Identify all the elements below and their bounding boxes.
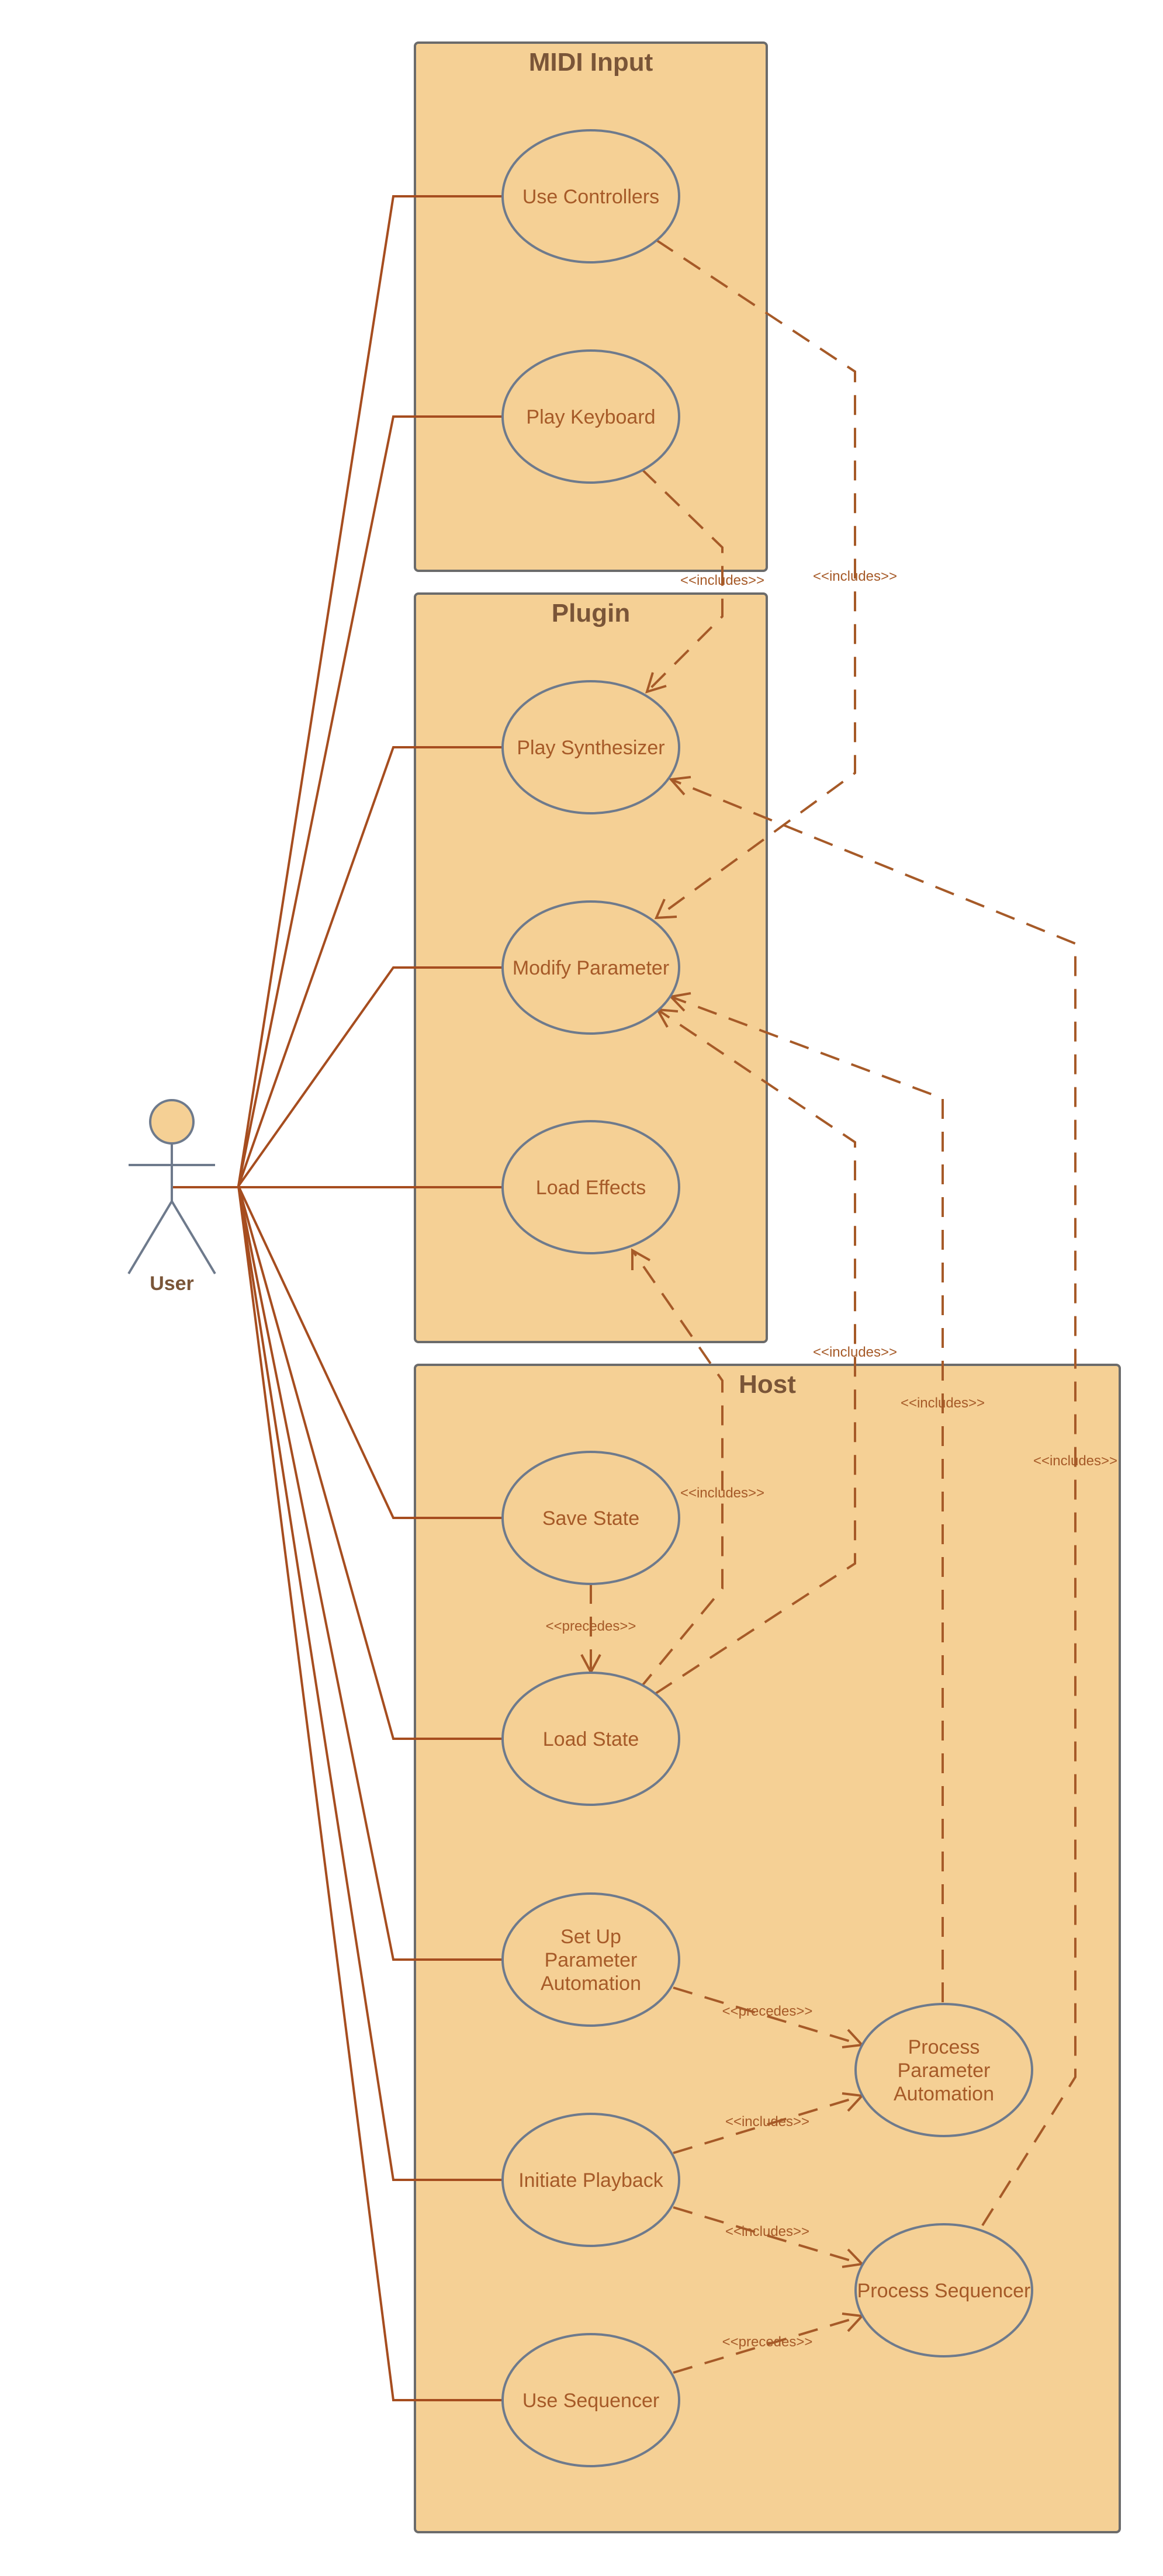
use-case-label-line: Play Keyboard	[526, 406, 655, 428]
dependency-load-state-to-effects	[631, 1249, 724, 1691]
use-case-label-line: Load State	[543, 1728, 639, 1750]
actor-right-leg	[171, 1200, 216, 1275]
use-case-use-sequencer[interactable]: Use Sequencer	[501, 2333, 680, 2467]
label-load-state-to-modify: <<includes>>	[813, 1344, 897, 1360]
use-cases: Use Controllers Play Keyboard Play Synth…	[501, 129, 1033, 2467]
use-case-label-line: Parameter	[898, 2060, 991, 2082]
use-case-label: Play Synthesizer	[517, 737, 664, 759]
label-playback-includes-process-sequencer: <<includes>>	[725, 2224, 809, 2239]
dependency-setup-precedes-process-automation	[673, 1986, 863, 2046]
arrowhead-controllers-to-modify	[654, 899, 677, 920]
actor-left-leg	[127, 1200, 173, 1275]
dependency-automation-to-modify	[670, 996, 944, 2002]
use-case-label-line: Use Sequencer	[522, 2390, 659, 2412]
dependency-labels: <<includes>> <<includes>> <<includes>> <…	[546, 568, 1117, 2350]
use-case-load-state[interactable]: Load State	[501, 1672, 680, 1806]
association-play-synthesizer	[237, 746, 503, 1187]
label-use-sequencer-precedes-process-sequencer: <<precedes>>	[722, 2334, 813, 2350]
association-initiate-playback	[237, 1185, 503, 2181]
use-case-save-state[interactable]: Save State	[501, 1451, 680, 1585]
dependency-playback-includes-process-sequencer	[673, 2206, 863, 2265]
label-sequencer-to-synth: <<includes>>	[1033, 1453, 1117, 1469]
label-controllers-to-modify: <<includes>>	[813, 568, 897, 584]
actor-user[interactable]: User	[127, 1099, 216, 1295]
arrowhead-load-state-to-effects	[631, 1248, 650, 1270]
use-case-label-line: Save State	[542, 1507, 639, 1530]
label-load-state-to-effects: <<includes>>	[680, 1485, 764, 1501]
label-automation-to-modify: <<includes>>	[901, 1395, 985, 1411]
boundary-title-host: Host	[739, 1370, 796, 1399]
use-case-load-effects[interactable]: Load Effects	[501, 1120, 680, 1254]
association-set-up-parameter-automation	[237, 1185, 503, 1961]
association-use-controllers	[237, 195, 503, 1187]
use-case-label-line: Process	[908, 2036, 980, 2058]
use-case-play-keyboard[interactable]: Play Keyboard	[501, 349, 680, 484]
use-case-label-line: Parameter	[545, 1949, 638, 1971]
associations	[173, 195, 503, 2401]
use-case-initiate-playback[interactable]: Initiate Playback	[501, 2113, 680, 2247]
association-load-state	[237, 1185, 503, 1740]
label-setup-precedes-process-automation: <<precedes>>	[722, 2003, 813, 2019]
use-case-modify-parameter[interactable]: Modify Parameter	[501, 900, 680, 1035]
use-case-label: Save State	[542, 1507, 639, 1530]
boundary-midi-input: MIDI Input	[414, 41, 768, 572]
use-case-label-line: Use Controllers	[522, 186, 659, 208]
dependency-use-sequencer-precedes-process-sequencer	[673, 2315, 863, 2374]
use-case-label: Initiate Playback	[518, 2169, 664, 2192]
use-case-label-line: Load Effects	[536, 1177, 646, 1199]
label-playback-includes-process-automation: <<includes>>	[725, 2114, 809, 2130]
use-case-label: Modify Parameter	[513, 957, 669, 979]
label-save-precedes-load: <<precedes>>	[546, 1618, 636, 1634]
use-case-use-controllers[interactable]: Use Controllers	[501, 129, 680, 264]
dependency-keyboard-to-synth	[641, 468, 724, 693]
use-case-label-line: Automation	[894, 2083, 994, 2105]
dependency-playback-includes-process-automation	[673, 2095, 863, 2154]
use-case-play-synthesizer[interactable]: Play Synthesizer	[501, 680, 680, 814]
arrowhead-keyboard-to-synth	[645, 672, 667, 694]
use-case-label-line: Initiate Playback	[518, 2169, 664, 2192]
use-case-process-sequencer[interactable]: Process Sequencer	[854, 2223, 1033, 2357]
use-case-label: Use Sequencer	[522, 2390, 659, 2412]
use-case-label-line: Automation	[541, 1972, 641, 1995]
use-case-label: Load Effects	[536, 1177, 646, 1199]
dependencies	[580, 239, 1077, 2374]
association-save-state	[237, 1185, 503, 1519]
association-modify-parameter	[237, 966, 503, 1187]
boundary-title-midi-input: MIDI Input	[529, 48, 653, 77]
use-case-label-line: Modify Parameter	[513, 957, 669, 979]
boundary-title-plugin: Plugin	[552, 599, 630, 627]
actor-name: User	[150, 1273, 194, 1295]
use-case-label-line: Play Synthesizer	[517, 737, 664, 759]
use-case-label: Load State	[543, 1728, 639, 1750]
use-case-label-line: Set Up	[560, 1926, 621, 1948]
use-case-label: Process Sequencer	[857, 2280, 1031, 2302]
use-case-label-line: Process Sequencer	[857, 2280, 1031, 2302]
dependency-controllers-to-modify	[655, 239, 856, 919]
arrowhead-sequencer-to-synth	[668, 776, 691, 796]
association-use-sequencer	[237, 1185, 503, 2401]
label-keyboard-to-synth: <<includes>>	[680, 573, 764, 588]
use-case-label: Use Controllers	[522, 186, 659, 208]
use-case-label: Play Keyboard	[526, 406, 655, 428]
actor-head-icon	[149, 1099, 195, 1145]
association-play-keyboard	[237, 415, 503, 1187]
